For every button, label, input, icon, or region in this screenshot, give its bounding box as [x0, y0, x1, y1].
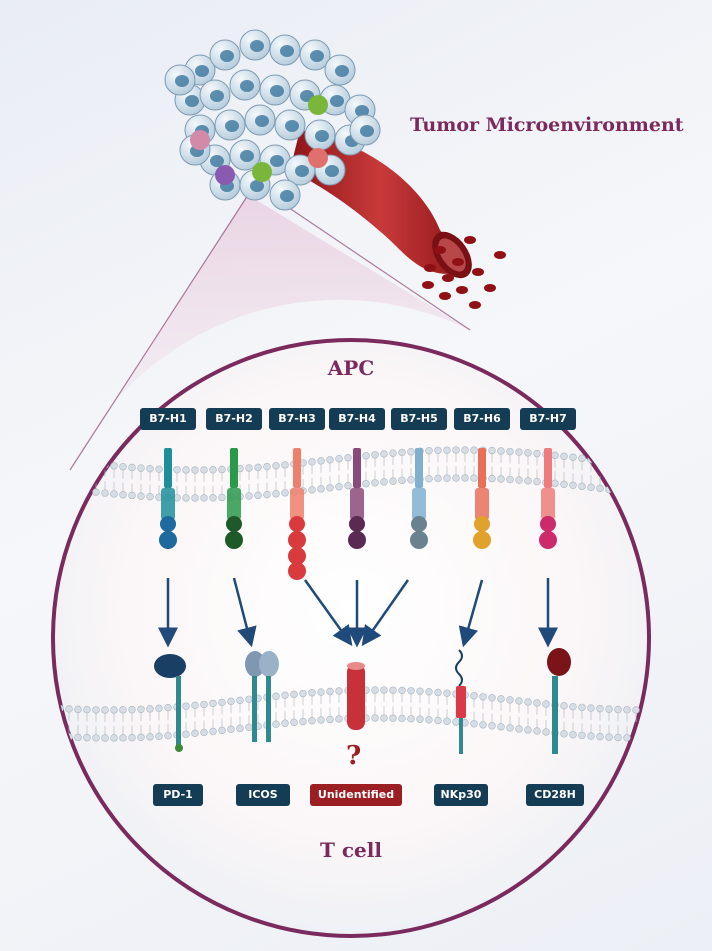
- tumor-cell: [239, 29, 271, 61]
- unknown-receptor-mark: ?: [346, 741, 362, 771]
- immune-cell: [215, 165, 235, 185]
- apc-heading: APC: [327, 356, 375, 380]
- tumor-cell: [244, 104, 276, 136]
- tcell-heading: T cell: [320, 838, 382, 862]
- tumor-cell: [304, 119, 336, 151]
- tumor-cell: [209, 39, 241, 71]
- tumor-cell: [259, 74, 291, 106]
- apc-label-b7-h5: B7-H5: [391, 408, 447, 430]
- immune-cell: [190, 130, 210, 150]
- tcell-label-pd-1: PD-1: [153, 784, 203, 806]
- tumor-cell: [229, 69, 261, 101]
- apc-label-b7-h3: B7-H3: [269, 408, 325, 430]
- apc-label-b7-h2: B7-H2: [206, 408, 262, 430]
- tumor-cluster: [164, 29, 506, 309]
- red-blood-cell: [422, 281, 434, 289]
- red-blood-cell: [484, 284, 496, 292]
- tumor-cell: [274, 109, 306, 141]
- tcell-label-cd28h: CD28H: [526, 784, 584, 806]
- tumor-cell: [269, 179, 301, 211]
- red-blood-cell: [452, 258, 464, 266]
- tumor-cell: [164, 64, 196, 96]
- tumor-cell: [199, 79, 231, 111]
- tcell-receptors: [154, 648, 571, 754]
- ligand-b7-h7: [539, 448, 557, 549]
- red-blood-cell: [469, 301, 481, 309]
- ligand-b7-h2: [225, 448, 243, 549]
- apc-label-b7-h7: B7-H7: [520, 408, 576, 430]
- ligand-b7-h6: [473, 448, 491, 549]
- tumor-cell: [349, 114, 381, 146]
- tumor-cell: [324, 54, 356, 86]
- ligand-b7-h1: [159, 448, 177, 549]
- tumor-cell: [229, 139, 261, 171]
- binding-arrow: [232, 577, 257, 648]
- red-blood-cell: [456, 286, 468, 294]
- ligand-b7-h4: [348, 448, 366, 549]
- binding-arrows: [158, 577, 558, 648]
- ligand-b7-h3: [288, 448, 306, 580]
- ligand-b7-h5: [410, 448, 428, 549]
- immune-cell: [308, 95, 328, 115]
- red-blood-cell: [424, 264, 436, 272]
- tumor-microenvironment-title: Tumor Microenvironment: [410, 114, 684, 136]
- tumor-cell: [269, 34, 301, 66]
- apc-label-b7-h1: B7-H1: [140, 408, 196, 430]
- red-blood-cell: [442, 274, 454, 282]
- red-blood-cell: [434, 246, 446, 254]
- tcell-label-unidentified: Unidentified: [310, 784, 402, 806]
- zoom-cone: [70, 195, 470, 470]
- receptor-icos: [245, 651, 279, 742]
- receptor-nkp30: [455, 649, 466, 754]
- tcell-label-nkp30: NKp30: [434, 784, 488, 806]
- apc-label-b7-h4: B7-H4: [329, 408, 385, 430]
- red-blood-cell: [439, 292, 451, 300]
- red-blood-cell: [494, 251, 506, 259]
- apc-ligands: [159, 448, 557, 580]
- receptor-cd28h: [547, 648, 571, 754]
- apc-label-b7-h6: B7-H6: [454, 408, 510, 430]
- binding-arrow: [303, 579, 353, 647]
- tumor-cell: [214, 109, 246, 141]
- binding-arrow: [361, 579, 410, 647]
- binding-arrow: [458, 579, 484, 648]
- tumor-cell: [299, 39, 331, 71]
- immune-cell: [308, 148, 328, 168]
- tcell-label-icos: ICOS: [236, 784, 290, 806]
- receptor-unidentified: [347, 662, 365, 730]
- receptor-pd-1: [154, 654, 186, 752]
- red-blood-cell: [464, 236, 476, 244]
- immune-cell: [252, 162, 272, 182]
- tumor-cell: [284, 154, 316, 186]
- red-blood-cell: [472, 268, 484, 276]
